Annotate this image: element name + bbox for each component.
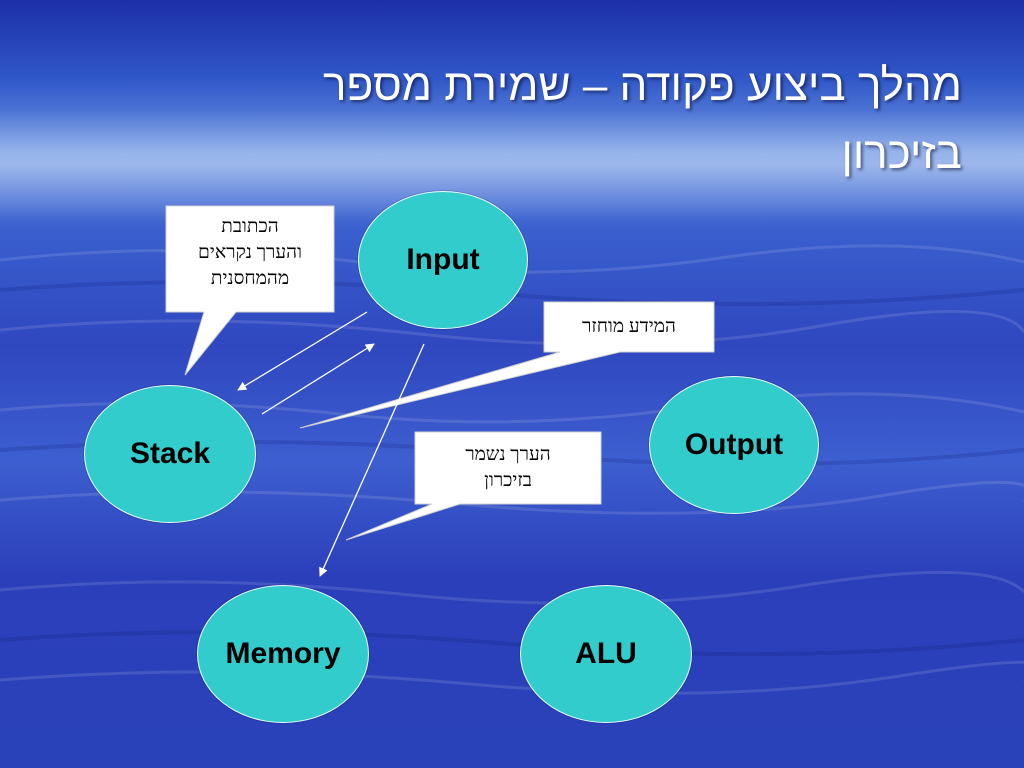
arrow-input-to-stack [237, 311, 368, 391]
node-alu-label: ALU [575, 637, 637, 670]
callout-value-saved-line-2: בזיכרון [484, 470, 532, 491]
node-memory: Memory [197, 585, 369, 723]
callout-value-saved-bubble [345, 431, 602, 541]
callout-info-returned: המידע מוחזר [544, 314, 714, 340]
node-output-label: Output [684, 428, 784, 461]
arrow-input-to-memory [319, 343, 425, 577]
node-alu: ALU [520, 585, 692, 723]
callout-value-saved-line-1: הערך נשמר [465, 444, 551, 465]
arrow-stack-to-input [261, 343, 375, 415]
callout-address-read-line-3: מהמחסנית [210, 268, 290, 289]
node-stack: Stack [84, 385, 256, 523]
node-input: Input [358, 191, 528, 329]
callout-address-read: הכתובת והערך נקראים מהמחסנית [166, 214, 334, 292]
callout-address-read-line-2: והערך נקראים [198, 242, 302, 263]
callout-info-returned-line: המידע מוחזר [582, 316, 676, 337]
callout-address-read-line-1: הכתובת [221, 216, 279, 237]
slide-title-line-1: מהלך ביצוע פקודה – שמירת מספר [323, 61, 962, 110]
slide-title: מהלך ביצוע פקודה – שמירת מספר בזיכרון [102, 52, 962, 188]
node-memory-label: Memory [225, 637, 341, 670]
node-stack-label: Stack [129, 437, 211, 470]
node-output: Output [649, 376, 819, 514]
slide-title-line-2: בזיכרון [841, 129, 962, 178]
node-input-label: Input [406, 243, 480, 276]
callout-info-returned-bubble [299, 301, 715, 429]
callout-value-saved: הערך נשמר בזיכרון [415, 442, 601, 494]
callout-address-read-bubble [165, 205, 335, 376]
